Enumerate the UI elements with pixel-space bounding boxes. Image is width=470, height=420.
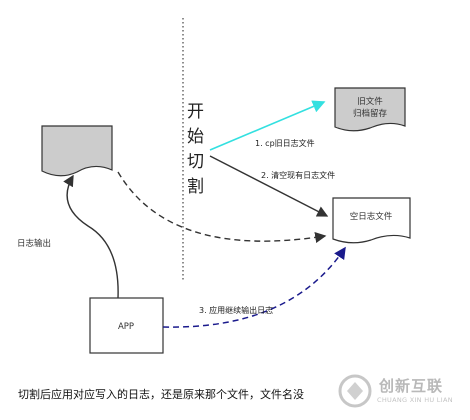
edge-output-label: 日志输出 <box>17 238 51 249</box>
edge-clear-arrow <box>209 155 329 217</box>
start-split-label: 开 始 切 割 <box>187 102 204 197</box>
app-box <box>89 297 164 354</box>
edge-continue-label: 3. 应用继续输出日志 <box>199 305 273 315</box>
start-split-char-2: 始 <box>187 127 204 147</box>
edge-continue-arrow <box>162 246 346 328</box>
watermark: 创新互联 CHUANG XIN HU LIAN <box>337 371 467 415</box>
empty-file-label: 空日志文件 <box>350 211 393 222</box>
old-file-label-line2: 归档留存 <box>353 108 388 119</box>
watermark-logo-icon <box>338 374 372 408</box>
watermark-name: 创新互联 <box>379 377 444 395</box>
start-split-char-1: 开 <box>187 102 204 122</box>
empty-file-shape <box>332 197 411 244</box>
log-file-shape <box>41 125 113 177</box>
edge-cp-label: 1. cp旧日志文件 <box>255 138 315 148</box>
edge-clear-label: 2. 清空现有日志文件 <box>261 170 335 180</box>
caption-text: 切割后应用对应写入的日志，还是原来那个文件，文件名没 <box>18 388 304 401</box>
start-split-char-3: 切 <box>187 152 204 172</box>
start-split-char-4: 割 <box>187 177 204 197</box>
old-file-shape <box>334 87 406 132</box>
watermark-sub: CHUANG XIN HU LIAN <box>377 396 453 404</box>
edge-cp-arrow <box>209 100 326 151</box>
edge-output-arrow <box>63 174 119 299</box>
app-label: APP <box>118 322 134 332</box>
edge-log-to-empty-arrow <box>117 171 327 244</box>
old-file-label-line1: 旧文件 <box>357 96 383 107</box>
